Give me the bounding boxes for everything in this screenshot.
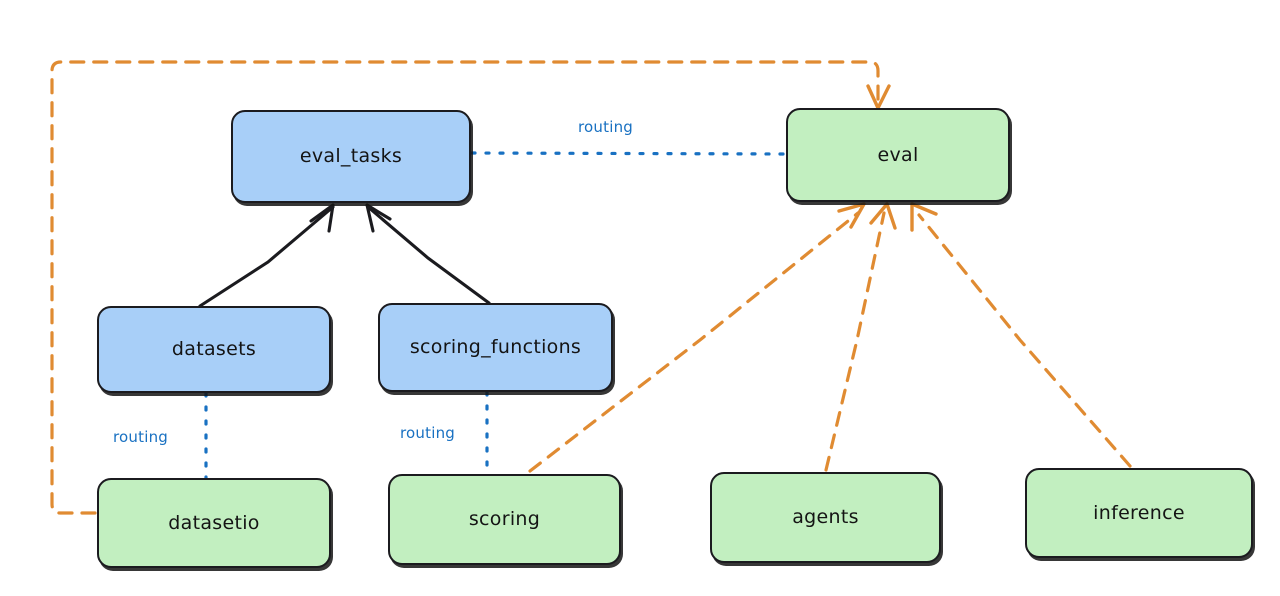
node-agents[interactable]: agents bbox=[710, 472, 941, 563]
edge-label-routing-scoring-functions: routing bbox=[400, 424, 455, 442]
edge-datasetio-to-eval bbox=[50, 60, 891, 515]
edge-label-routing-datasets: routing bbox=[113, 428, 168, 446]
node-scoring-label: scoring bbox=[468, 508, 541, 530]
edge-label-routing-eval-tasks: routing bbox=[578, 118, 633, 136]
node-agents-label: agents bbox=[792, 506, 859, 528]
node-eval[interactable]: eval bbox=[786, 108, 1010, 202]
node-eval-tasks-label: eval_tasks bbox=[299, 145, 403, 167]
node-inference-label: inference bbox=[1093, 501, 1185, 524]
node-scoring-functions-label: scoring_functions bbox=[409, 336, 582, 358]
edge-agents-to-eval bbox=[824, 202, 897, 472]
edge-inference-to-eval bbox=[910, 202, 1132, 468]
node-scoring-functions[interactable]: scoring_functions bbox=[378, 303, 613, 392]
node-scoring[interactable]: scoring bbox=[388, 474, 621, 565]
edge-datasets-to-eval-tasks bbox=[198, 203, 335, 308]
edge-eval-tasks-to-eval bbox=[470, 151, 786, 156]
edge-scoring-functions-to-eval-tasks bbox=[365, 203, 491, 305]
node-eval-label: eval bbox=[877, 143, 919, 166]
node-datasets-label: datasets bbox=[171, 338, 257, 360]
node-datasets[interactable]: datasets bbox=[97, 306, 331, 393]
node-datasetio[interactable]: datasetio bbox=[97, 478, 331, 568]
node-eval-tasks[interactable]: eval_tasks bbox=[231, 110, 471, 203]
node-datasetio-label: datasetio bbox=[168, 511, 260, 534]
node-inference[interactable]: inference bbox=[1025, 468, 1253, 558]
edge-scoring-to-eval bbox=[528, 202, 866, 473]
